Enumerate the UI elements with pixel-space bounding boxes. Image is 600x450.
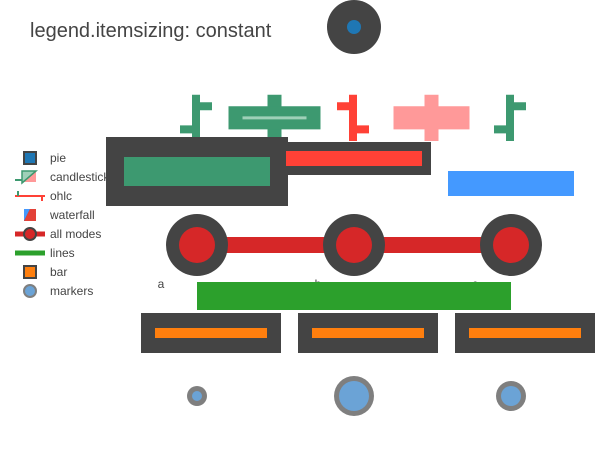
bar-fill (312, 328, 424, 338)
marker-fill (192, 391, 202, 401)
all-modes-marker (179, 227, 215, 263)
legend-label: bar (50, 265, 67, 279)
candlestick-body (393, 106, 470, 130)
legend-swatch-all-modes-marker (23, 227, 37, 241)
waterfall-bar (277, 142, 431, 175)
legend-swatch-bar (23, 265, 37, 279)
bar-fill (469, 328, 581, 338)
all-modes-point: a (158, 214, 228, 291)
bar-rect (141, 313, 281, 353)
legend-label: markers (50, 284, 93, 298)
legend-item: pie (23, 151, 66, 165)
chart-title: legend.itemsizing: constant (30, 20, 272, 42)
pie-layer (327, 0, 381, 54)
legend-swatch-markers (23, 284, 37, 298)
legend-label: all modes (50, 227, 101, 241)
markers-point (187, 386, 207, 406)
all-modes-marker (493, 227, 529, 263)
legend-item: bar (23, 265, 67, 279)
waterfall-fill (286, 151, 422, 166)
legend: pie candlestick ohlc waterfall all modes line… (15, 151, 110, 298)
all-modes-marker (336, 227, 372, 263)
legend-label: candlestick (50, 170, 110, 184)
legend-swatch-waterfall-dec (24, 209, 36, 221)
legend-item: all modes (15, 227, 101, 241)
plot-area: a b c (106, 94, 595, 416)
legend-item: ohlc (15, 189, 72, 203)
legend-item: lines (15, 246, 75, 260)
legend-label: pie (50, 151, 66, 165)
markers-point (496, 381, 526, 411)
bar-rect (298, 313, 438, 353)
marker-fill (501, 386, 521, 406)
waterfall-fill (448, 171, 574, 196)
candlestick-point (228, 94, 321, 141)
bar-fill (155, 328, 267, 338)
bar-rect (455, 313, 595, 353)
legend-label: lines (50, 246, 75, 260)
waterfall-bar (106, 137, 288, 206)
all-modes-point: c (472, 214, 542, 291)
marker-fill (339, 381, 369, 411)
legend-label: waterfall (49, 208, 95, 222)
waterfall-fill (124, 157, 270, 186)
pie-slice (347, 20, 361, 34)
all-modes-text-label: a (158, 277, 165, 291)
legend-label: ohlc (50, 189, 72, 203)
legend-item: candlestick (15, 170, 110, 185)
legend-item: markers (23, 284, 93, 298)
all-modes-point: b (315, 214, 385, 291)
waterfall-bar (448, 171, 574, 196)
legend-swatch-candlestick-inc (21, 170, 39, 185)
ohlc-point (180, 94, 212, 141)
legend-item: waterfall (24, 208, 95, 222)
candlestick-point (393, 94, 470, 141)
ohlc-point (494, 94, 526, 141)
markers-point (334, 376, 374, 416)
ohlc-point (337, 94, 369, 141)
legend-swatch-pie (23, 151, 37, 165)
